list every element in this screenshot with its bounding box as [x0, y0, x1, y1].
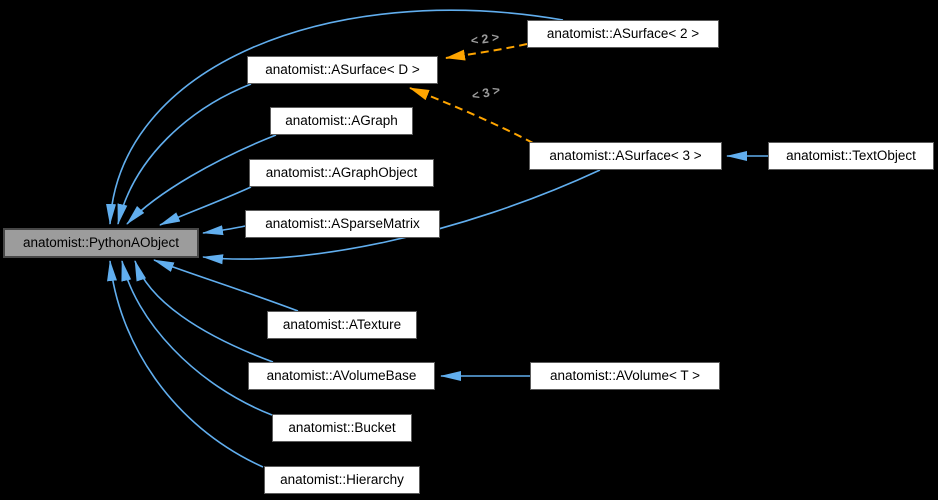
node-asurface-3[interactable]: anatomist::ASurface< 3 > — [529, 142, 722, 170]
node-asurface-d[interactable]: anatomist::ASurface< D > — [247, 56, 438, 84]
inheritance-edge-bucket-to-pythonaobject — [121, 260, 273, 416]
inheritance-edge-atexture-to-pythonaobject — [153, 259, 299, 312]
node-asurface-2[interactable]: anatomist::ASurface< 2 > — [527, 20, 719, 48]
node-pythonaobject: anatomist::PythonAObject — [3, 228, 199, 258]
node-textobject[interactable]: anatomist::TextObject — [768, 142, 934, 170]
inheritance-edge-agraphobject-to-pythonaobject — [159, 186, 252, 226]
inheritance-edge-hierarchy-to-pythonaobject — [107, 260, 264, 468]
template-edge-asurface2-to-asurfaced — [445, 43, 528, 61]
inheritance-edge-agraph-to-pythonaobject — [126, 134, 277, 225]
node-asparsematrix[interactable]: anatomist::ASparseMatrix — [245, 210, 440, 238]
node-agraph[interactable]: anatomist::AGraph — [270, 107, 413, 135]
node-agraphobject[interactable]: anatomist::AGraphObject — [249, 159, 434, 187]
template-edge-asurface3-to-asurfaced — [409, 87, 534, 144]
node-avolume-t[interactable]: anatomist::AVolume< T > — [530, 362, 720, 390]
node-hierarchy[interactable]: anatomist::Hierarchy — [264, 466, 420, 494]
inheritance-edge-asurfaced-to-pythonaobject — [117, 83, 252, 225]
node-atexture[interactable]: anatomist::ATexture — [267, 311, 417, 339]
inheritance-edge-asurface3-to-pythonaobject — [202, 169, 601, 265]
node-bucket[interactable]: anatomist::Bucket — [272, 414, 412, 442]
node-avolumebase[interactable]: anatomist::AVolumeBase — [248, 362, 435, 390]
inheritance-edge-asurface2-to-pythonaobject — [106, 9, 564, 225]
inheritance-edge-avolumebase-to-pythonaobject — [134, 260, 274, 363]
inheritance-edge-asparsematrix-to-pythonaobject — [202, 225, 246, 236]
